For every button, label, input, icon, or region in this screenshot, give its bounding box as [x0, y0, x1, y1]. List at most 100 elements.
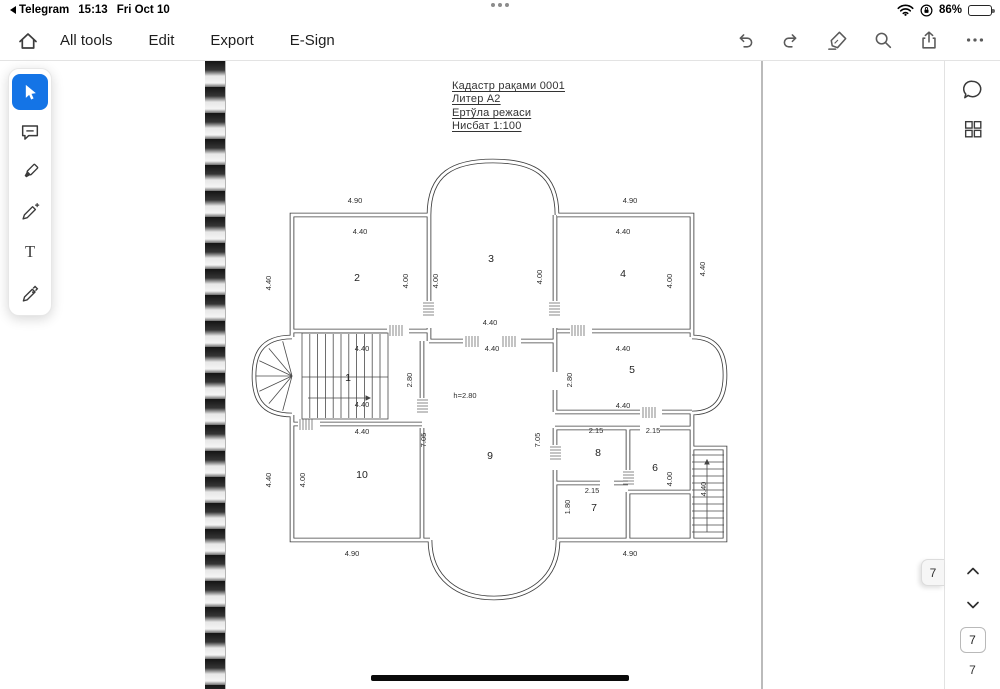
- menu-item-export[interactable]: Export: [210, 31, 254, 49]
- back-arrow-icon: [10, 6, 16, 14]
- floor-plan-drawing: 4.90 4.90 4.40 4.40 4.40 4.00 4.00 4.00 4.00 4.40…: [0, 61, 763, 689]
- comments-panel-icon: [962, 80, 982, 98]
- sidebar-panels: [945, 61, 1000, 143]
- dimension-label: 4.00: [298, 473, 307, 488]
- winder-stairs-fan: [256, 341, 293, 411]
- page-navigation: 7 7: [945, 559, 1000, 677]
- plan-line: [268, 348, 293, 377]
- tool-palette: T: [8, 68, 52, 316]
- dimension-label: 4.90: [623, 549, 638, 558]
- room-number: 3: [488, 253, 494, 265]
- dimension-label: 4.40: [616, 227, 631, 236]
- fill-sign-tool-button[interactable]: [12, 274, 48, 310]
- comment-icon: [21, 125, 39, 140]
- multitask-grabber-dots: [491, 3, 509, 7]
- dimension-label: 4.90: [345, 549, 360, 558]
- plan-walls-inner: [252, 159, 727, 600]
- previous-page-button[interactable]: [961, 559, 985, 583]
- room-number: 7: [591, 502, 597, 514]
- comment-tool-button[interactable]: [12, 114, 48, 150]
- search-button[interactable]: [870, 27, 896, 53]
- dimension-label: 4.00: [431, 274, 440, 289]
- thumbnails-panel-button[interactable]: [959, 115, 987, 143]
- dimension-label: 7.05: [533, 433, 542, 448]
- chevron-down-icon: [966, 601, 979, 609]
- status-bar: Telegram 15:13 Fri Oct 10 86%: [0, 0, 1000, 20]
- dimension-label: h=2.80: [453, 391, 476, 400]
- home-button[interactable]: [14, 27, 42, 55]
- current-page-field[interactable]: 7: [959, 627, 986, 653]
- dimension-label: 4.90: [623, 196, 638, 205]
- room-number: 8: [595, 447, 601, 459]
- stairs-left-treads: [302, 334, 388, 418]
- dimension-label: 4.40: [355, 400, 370, 409]
- dimension-label: 4.40: [355, 427, 370, 436]
- undo-icon: [739, 34, 753, 48]
- more-options-button[interactable]: [962, 27, 988, 53]
- dimension-label: 4.40: [616, 344, 631, 353]
- dimension-label: 4.40: [699, 482, 708, 497]
- room-number: 1: [345, 372, 351, 384]
- menu-item-all-tools[interactable]: All tools: [60, 31, 113, 49]
- menu-item-esign[interactable]: E-Sign: [289, 31, 335, 49]
- dimension-label: 4.90: [348, 196, 363, 205]
- draw-tool-button[interactable]: [12, 194, 48, 230]
- dimension-label: 4.40: [485, 344, 500, 353]
- plan-walls-outer: [254, 161, 725, 598]
- dimension-label: 1.80: [563, 500, 572, 515]
- stairs-right-treads: [692, 454, 724, 533]
- dimension-label: 4.00: [535, 270, 544, 285]
- page-count-label: 7: [969, 663, 976, 677]
- right-sidebar: 7 7: [944, 61, 1000, 689]
- room-number: 9: [487, 450, 493, 462]
- redo-button[interactable]: [778, 27, 804, 53]
- status-left: Telegram 15:13 Fri Oct 10: [10, 0, 170, 20]
- signature-pen-icon: [22, 285, 39, 302]
- undo-button[interactable]: [732, 27, 758, 53]
- dimension-label: 2.15: [646, 426, 661, 435]
- dimension-label: 4.00: [401, 274, 410, 289]
- dimension-label: 2.80: [405, 373, 414, 388]
- dimension-label: 4.40: [264, 276, 273, 291]
- room-number: 10: [356, 469, 368, 481]
- stairs-left-outline: [301, 332, 389, 420]
- back-to-app[interactable]: Telegram: [10, 4, 69, 16]
- share-button[interactable]: [916, 27, 942, 53]
- room-number: 5: [629, 364, 635, 376]
- redo-icon: [783, 34, 797, 48]
- plan-line: [259, 375, 293, 392]
- plan-title-line: Литер А2: [452, 93, 501, 106]
- share-icon: [922, 31, 936, 49]
- add-text-tool-button[interactable]: T: [12, 234, 48, 270]
- select-tool-button[interactable]: [12, 74, 48, 110]
- menu-item-edit[interactable]: Edit: [148, 31, 175, 49]
- plan-title-line: Нисбат 1:100: [452, 120, 522, 133]
- wifi-icon: [897, 4, 914, 16]
- back-app-label: Telegram: [19, 4, 70, 16]
- highlight-tool-button[interactable]: [12, 154, 48, 190]
- battery-percent: 86%: [938, 4, 962, 16]
- dimension-label: 4.40: [264, 473, 273, 488]
- room-number: 2: [354, 272, 360, 284]
- dimension-label: 2.80: [565, 373, 574, 388]
- plan-annotations: 4.90 4.90 4.40 4.40 4.40 4.00 4.00 4.00 4.00 4.40…: [264, 196, 708, 558]
- comments-panel-button[interactable]: [959, 75, 987, 103]
- next-page-button[interactable]: [961, 593, 985, 617]
- ink-pen-button[interactable]: [824, 27, 850, 53]
- pencil-icon: [22, 202, 40, 220]
- status-right: 86%: [897, 0, 995, 20]
- dimension-label: 7.05: [419, 433, 428, 448]
- document-canvas[interactable]: 4.90 4.90 4.40 4.40 4.40 4.00 4.00 4.00 4.00 4.40…: [0, 61, 944, 689]
- home-icon: [19, 33, 37, 49]
- text-tool-glyph: T: [25, 242, 35, 261]
- battery-icon: [968, 4, 995, 16]
- scanned-black-bar: [371, 675, 629, 681]
- plan-title-line: Ертўла режаси: [452, 106, 532, 119]
- room-number: 4: [620, 268, 626, 280]
- more-options-icon: [966, 38, 984, 42]
- dimension-label: 4.40: [698, 262, 707, 277]
- scroll-page-indicator-tab[interactable]: 7: [921, 559, 944, 586]
- dimension-label: 4.40: [616, 401, 631, 410]
- dimension-label: 4.00: [665, 472, 674, 487]
